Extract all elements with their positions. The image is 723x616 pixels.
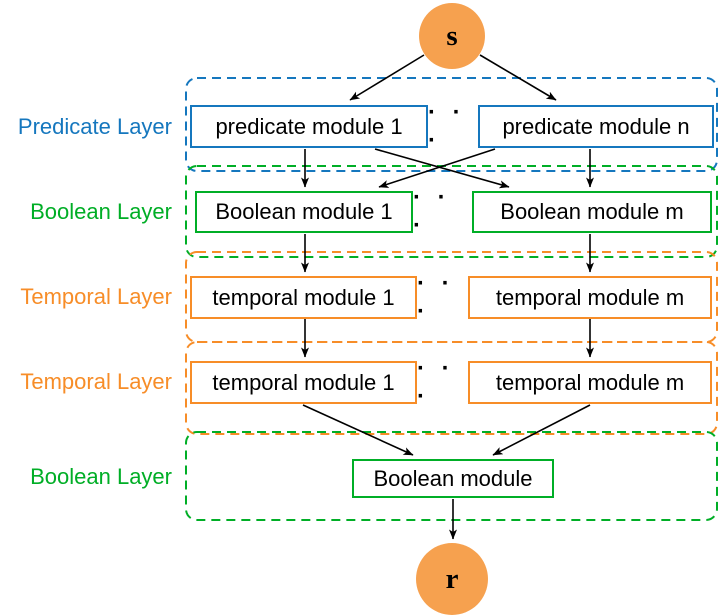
edge-temporal2a-to-boolean xyxy=(302,404,414,456)
node-r-label: r xyxy=(445,562,459,595)
node-temporal1-module-m: temporal module m xyxy=(468,276,712,319)
node-temporal2-module-1: temporal module 1 xyxy=(190,361,417,404)
label-temporal-layer-1: Temporal Layer xyxy=(20,284,172,309)
container-predicate-layer xyxy=(185,77,718,172)
container-temporal-layer-1 xyxy=(185,251,718,343)
ellipsis-temporal-layer-2: · · · xyxy=(417,354,455,410)
edge-s-to-predicate-1 xyxy=(349,54,425,101)
container-temporal-layer-2 xyxy=(185,341,718,435)
node-temporal1-module-1: temporal module 1 xyxy=(190,276,417,319)
edge-predicate1-to-booleanm xyxy=(374,148,510,189)
node-boolean-module-m: Boolean module m xyxy=(472,191,712,233)
node-boolean-module-1: Boolean module 1 xyxy=(195,191,413,233)
label-temporal-layer-2: Temporal Layer xyxy=(20,369,172,394)
edge-predicaten-to-boolean1 xyxy=(378,148,496,188)
label-boolean-layer-1: Boolean Layer xyxy=(30,199,172,224)
node-boolean-module-final: Boolean module xyxy=(352,459,554,498)
container-boolean-layer-1 xyxy=(185,165,718,258)
ellipsis-boolean-layer: · · · xyxy=(413,184,451,239)
node-temporal2-module-m: temporal module m xyxy=(468,361,712,404)
node-s: s xyxy=(419,3,485,69)
node-r: r xyxy=(416,543,488,615)
label-boolean-layer-2: Boolean Layer xyxy=(30,464,172,489)
edge-s-to-predicate-n xyxy=(479,54,557,101)
edge-temporal2b-to-boolean xyxy=(492,404,591,456)
node-predicate-module-1: predicate module 1 xyxy=(190,105,428,148)
node-predicate-module-n: predicate module n xyxy=(478,105,714,148)
ellipsis-temporal-layer-1: · · · xyxy=(417,269,455,325)
ellipsis-predicate-layer: · · · xyxy=(428,98,466,154)
label-predicate-layer: Predicate Layer xyxy=(17,114,172,139)
node-s-label: s xyxy=(446,19,458,52)
container-boolean-layer-2 xyxy=(185,431,718,521)
